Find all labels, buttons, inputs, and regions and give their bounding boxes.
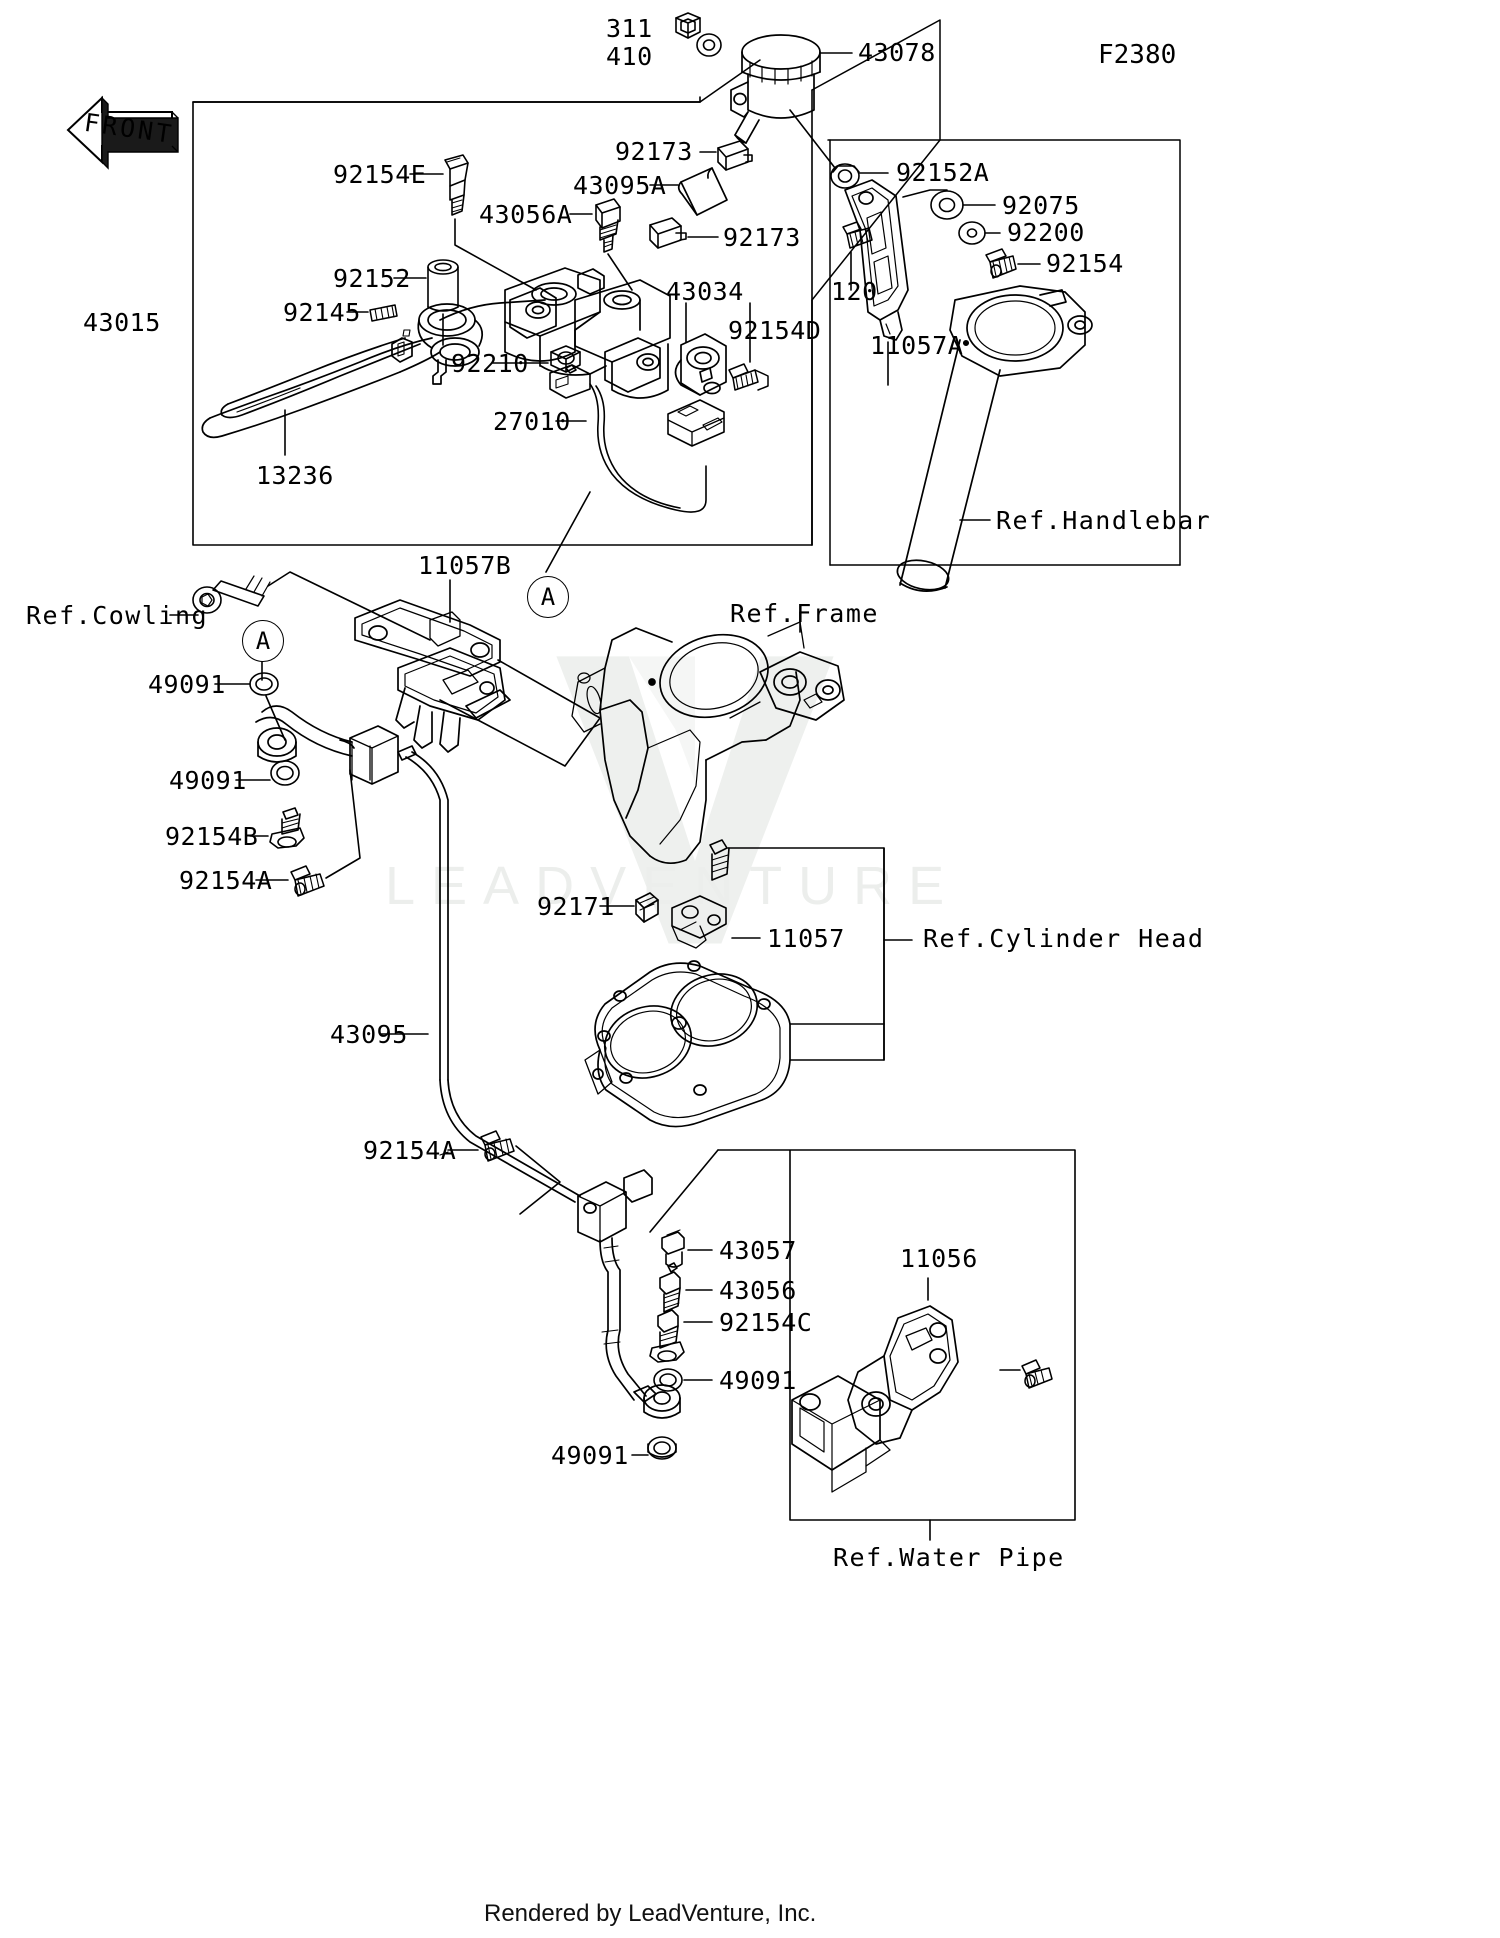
leadventure-v-watermark: [530, 630, 860, 960]
part-label-92154E: 92154E: [333, 160, 427, 189]
part-label-92152A: 92152A: [896, 158, 990, 187]
ref-label-frame: Ref.Frame: [730, 599, 879, 628]
part-label-92145: 92145: [283, 298, 361, 327]
part-label-92210: 92210: [451, 349, 529, 378]
part-label-11057B: 11057B: [418, 551, 512, 580]
callout-circle-a-lower: A: [242, 620, 284, 662]
ref-label-cylinder-head: Ref.Cylinder Head: [923, 924, 1205, 953]
part-label-92154A-lower: 92154A: [363, 1136, 457, 1165]
part-label-92173-lower: 92173: [723, 223, 801, 252]
part-label-120: 120: [831, 277, 878, 306]
part-label-49091-c: 49091: [719, 1366, 797, 1395]
part-label-11056: 11056: [900, 1244, 978, 1273]
callout-circle-a-upper: A: [527, 576, 569, 618]
part-label-43057: 43057: [719, 1236, 797, 1265]
render-footer: Rendered by LeadVenture, Inc.: [484, 1900, 817, 1927]
leadventure-text-watermark: LEADVENTURE: [385, 856, 961, 916]
part-label-92154D: 92154D: [728, 316, 822, 345]
part-label-13236: 13236: [256, 461, 334, 490]
part-label-27010: 27010: [493, 407, 571, 436]
part-label-92154C: 92154C: [719, 1308, 813, 1337]
part-label-43056: 43056: [719, 1276, 797, 1305]
part-label-43078: 43078: [858, 38, 936, 67]
part-label-49091-d: 49091: [551, 1441, 629, 1470]
part-label-92154A-upper: 92154A: [179, 866, 273, 895]
part-label-11057A: 11057A: [870, 331, 964, 360]
callout-letter: A: [255, 627, 271, 655]
part-label-49091-a: 49091: [148, 670, 226, 699]
part-label-43015: 43015: [83, 308, 161, 337]
part-label-410: 410: [606, 42, 653, 71]
part-label-311: 311: [606, 14, 653, 43]
part-label-11057: 11057: [767, 924, 845, 953]
part-label-92154: 92154: [1046, 249, 1124, 278]
part-label-43095A: 43095A: [573, 171, 667, 200]
front-direction-marker: FRONT: [62, 88, 182, 178]
part-label-43034: 43034: [666, 277, 744, 306]
part-label-92154B: 92154B: [165, 822, 259, 851]
part-label-43056A: 43056A: [479, 200, 573, 229]
part-label-92171: 92171: [537, 892, 615, 921]
ref-label-cowling: Ref.Cowling: [26, 601, 209, 630]
part-label-92173-upper: 92173: [615, 137, 693, 166]
callout-letter: A: [540, 583, 556, 611]
diagram-code: F2380: [1098, 40, 1177, 70]
part-label-43095: 43095: [330, 1020, 408, 1049]
ref-label-handlebar: Ref.Handlebar: [996, 506, 1212, 535]
part-label-92075: 92075: [1002, 191, 1080, 220]
part-label-49091-b: 49091: [169, 766, 247, 795]
part-label-92200: 92200: [1007, 218, 1085, 247]
part-label-92152: 92152: [333, 264, 411, 293]
ref-label-water-pipe: Ref.Water Pipe: [833, 1543, 1065, 1572]
